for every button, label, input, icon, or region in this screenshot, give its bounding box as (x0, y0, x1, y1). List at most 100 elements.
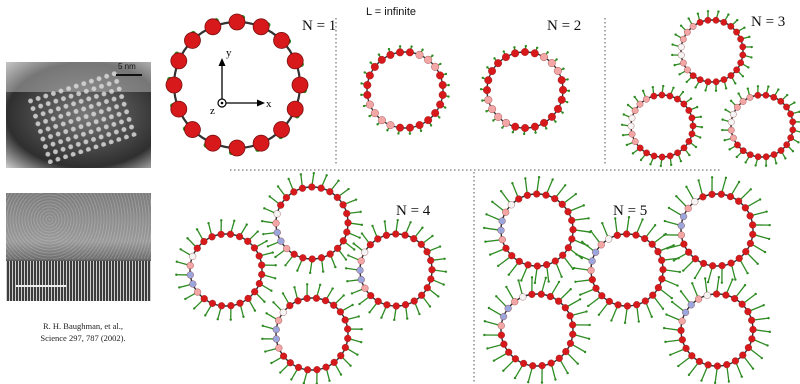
atom (567, 340, 574, 347)
atom (543, 261, 550, 268)
spin-arrow-head (277, 185, 279, 187)
spin-arrow-head (754, 164, 756, 166)
atom (290, 189, 297, 196)
atom (483, 86, 491, 94)
atom (755, 92, 761, 98)
spin-arrow-head (319, 284, 321, 286)
atom (525, 261, 532, 268)
atom (229, 14, 245, 30)
atom (697, 76, 703, 82)
spin-arrow-head (724, 108, 726, 110)
atom (511, 50, 519, 58)
atom (747, 151, 753, 157)
atom (528, 291, 535, 298)
spin-arrow-head (623, 113, 625, 115)
spin-arrow-head (704, 89, 706, 91)
spin-arrow-head (651, 316, 653, 318)
spin-arrow-head (265, 312, 267, 314)
atom (499, 218, 506, 225)
spin-arrow-head (642, 90, 644, 92)
spin-arrow-head (406, 317, 408, 319)
ring-bond (501, 294, 573, 366)
atom (554, 105, 562, 113)
atom (783, 104, 789, 110)
atom (787, 135, 793, 141)
spin-arrow-head (364, 71, 366, 73)
spin-arrow-head (262, 325, 264, 327)
spin-arrow-head (410, 45, 412, 47)
atom (588, 267, 595, 274)
atom (313, 295, 320, 302)
atom (485, 96, 493, 104)
spin-arrow-head (361, 232, 363, 234)
atom (318, 254, 325, 261)
spin-arrow-head (179, 248, 181, 250)
atom (709, 191, 716, 198)
spin-arrow-head (489, 253, 491, 255)
atom (548, 59, 556, 67)
spin-arrow-head (534, 131, 536, 133)
spin-arrow-head (545, 277, 547, 279)
spin-arrow-head (664, 341, 666, 343)
spin-arrow-head (765, 165, 767, 167)
atom (278, 238, 285, 245)
spin-arrow-head (665, 313, 667, 315)
atom (692, 255, 699, 262)
atom (691, 198, 698, 205)
spin-arrow-head (445, 271, 447, 273)
atom (614, 232, 621, 239)
spin-arrow-head (397, 132, 399, 134)
atom (275, 345, 282, 352)
atom (295, 364, 302, 371)
atom (589, 258, 596, 265)
atom (733, 67, 739, 73)
spin-arrow-head (699, 136, 701, 138)
atom (251, 245, 258, 252)
atom (367, 292, 374, 299)
spin-arrow-head (534, 282, 536, 284)
spin-arrow-head (293, 286, 295, 288)
spin-arrow-head (337, 180, 339, 182)
atom (323, 364, 330, 371)
atom (416, 121, 424, 129)
spin-arrow-head (484, 320, 486, 322)
spin-arrow-head (685, 186, 687, 188)
spin-arrow-head (439, 245, 441, 247)
atom (502, 53, 510, 61)
spin-arrow-head (573, 267, 575, 269)
atom (624, 303, 631, 310)
spin-arrow-head (671, 301, 673, 303)
atom (568, 217, 575, 224)
atom (559, 201, 566, 208)
atom (637, 101, 643, 107)
atom (531, 49, 539, 57)
atom (283, 245, 290, 252)
spin-arrow-head (263, 301, 265, 303)
spin-arrow-head (485, 213, 487, 215)
atom (309, 256, 316, 263)
atom (742, 248, 749, 255)
atom (686, 107, 692, 113)
spin-arrow-head (588, 324, 590, 326)
spin-arrow-head (736, 19, 738, 21)
spin-arrow-head (673, 259, 675, 261)
spin-arrow-head (500, 190, 502, 192)
atom (515, 196, 522, 203)
spin-arrow-head (767, 317, 769, 319)
spin-arrow-head (742, 75, 744, 77)
spin-arrow-head (538, 176, 540, 178)
spin-arrow-head (481, 99, 483, 101)
spin-arrow-head (371, 225, 373, 227)
atom (783, 142, 789, 148)
spin-arrow-head (524, 177, 526, 179)
spin-arrow-head (718, 276, 720, 278)
spin-arrow-head (574, 281, 576, 283)
spin-arrow-head (520, 279, 522, 281)
atom (740, 52, 746, 58)
atom (498, 322, 505, 329)
spin-arrow-head (662, 85, 664, 87)
atom (658, 257, 665, 264)
atom (699, 193, 706, 200)
spin-arrow-head (747, 66, 749, 68)
atom (524, 192, 531, 199)
